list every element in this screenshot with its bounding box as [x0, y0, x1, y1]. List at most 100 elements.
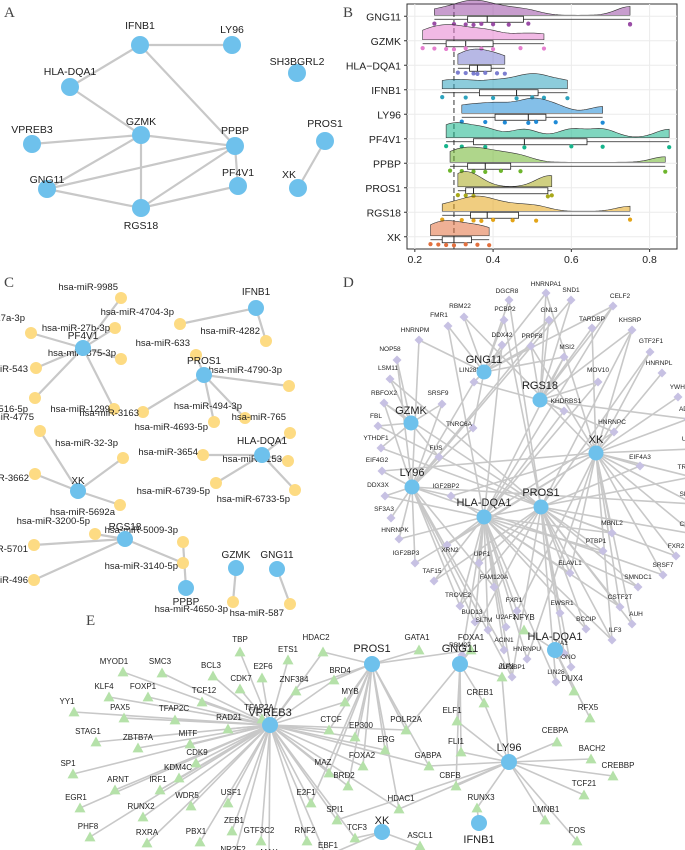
tf-node-hdac2	[317, 646, 329, 657]
rbp-label-mov10: MOV10	[587, 367, 609, 374]
rbp-edge-rgs18-hnrnpa1	[539, 292, 547, 401]
mirna-hub-label-ppbp: PPBP	[173, 597, 200, 608]
tf-label-dux4: DUX4	[561, 674, 583, 683]
point-gzmk-1	[432, 46, 437, 51]
rbp-node-fmr1	[443, 321, 453, 331]
density-ppbp	[449, 146, 666, 163]
rbp-label-trove2: TROVE2	[445, 592, 471, 599]
rbp-edge-xk-adar	[595, 419, 685, 454]
ppi-node-rgs18	[132, 199, 150, 217]
tf-hub-label-pros1: PROS1	[353, 643, 390, 655]
ppi-label-pf4v1: PF4V1	[222, 167, 254, 179]
tf-edge-vpreb3-ets1	[269, 659, 289, 726]
rbp-label-sf3a3: SF3A3	[374, 506, 394, 513]
rbp-node-srsf9	[437, 399, 447, 409]
tf-label-wdr5: WDR5	[175, 791, 199, 800]
rbp-edge-xk-elavl1	[569, 452, 597, 574]
tf-edge-vpreb3-brd4	[269, 679, 335, 726]
tf-label-ebf1: EBF1	[318, 841, 339, 850]
ppi-edge-ifnb1-hla-dqa1	[69, 44, 141, 88]
point-hla-dqa1-1	[463, 70, 468, 76]
rbp-node-rbfox2	[379, 398, 389, 408]
rbp-node-bud13	[470, 617, 480, 627]
category-label-ppbp: PPBP	[373, 158, 401, 170]
tf-node-zbtb7a	[132, 742, 144, 753]
tf-edge-ly96-gabpa	[428, 761, 510, 767]
rbp-node-pcbp2	[499, 315, 509, 325]
tf-node-cbfb	[450, 780, 462, 791]
mirna-label-m3140: hsa-miR-3140-5p	[105, 561, 178, 572]
rbp-label-acin1: ACIN1	[494, 637, 514, 644]
rbp-edge-hla-dqa1-rbm27	[461, 516, 485, 656]
mirna-node-m496	[28, 574, 40, 586]
panel-c-mirna-network: hsa-miR-9985hsa-miR-27b-3phsa-miR-27a-3p…	[0, 282, 301, 619]
density-pf4v1	[445, 122, 670, 139]
mirna-hub-label-rgs18: RGS18	[109, 522, 142, 533]
rbp-edge-xk-cstf2t	[595, 452, 621, 608]
ppi-label-xk: XK	[282, 169, 296, 181]
tf-node-arnt	[109, 784, 121, 795]
rbp-node-ddx42	[497, 340, 507, 350]
rbp-label-fbl: FBL	[370, 413, 382, 420]
ppi-label-ppbp: PPBP	[221, 125, 249, 137]
rbp-edge-ly96-bud13	[411, 486, 476, 623]
rbp-node-rbm22	[459, 312, 469, 322]
category-label-pf4v1: PF4V1	[369, 134, 401, 146]
category-label-ly96: LY96	[377, 109, 401, 121]
ppi-label-ly96: LY96	[220, 24, 244, 36]
tf-label-klf4: KLF4	[94, 682, 114, 691]
rbp-node-gtf2f1	[645, 347, 655, 357]
tf-node-foxa2	[357, 760, 369, 771]
tf-edge-vpreb3-rxra	[146, 724, 271, 844]
tf-node-phf8	[84, 831, 96, 842]
rbp-label-fus: FUS	[430, 445, 444, 452]
point-ly96-2	[502, 120, 507, 125]
tf-label-irf1: IRF1	[149, 775, 167, 784]
rbp-node-ywhag	[673, 392, 683, 402]
rbp-edge-hla-dqa1-trove2	[459, 516, 485, 607]
point-rgs18-5	[510, 218, 515, 223]
rbp-label-ddx3x: DDX3X	[367, 482, 389, 489]
mirna-hub-hla-dqa1	[254, 447, 270, 463]
rbp-label-igf2bp3: IGF2BP3	[393, 550, 420, 557]
tf-label-nr2f2: NR2F2	[220, 845, 246, 850]
tick-label-x-0-6: 0.6	[564, 254, 579, 266]
rbp-node-hnrnpa1	[541, 288, 551, 298]
rbp-label-upf1: UPF1	[474, 551, 491, 558]
rbp-label-adar: ADAR	[679, 406, 685, 413]
mirna-label-m543: hsa-miR-543	[0, 364, 28, 375]
tf-node-gata1	[413, 644, 425, 655]
mirna-hub-ppbp	[178, 580, 194, 596]
tf-label-tcf12: TCF12	[192, 686, 217, 695]
tf-node-erg	[379, 744, 391, 755]
ppi-node-sh3bgrl2	[288, 64, 306, 82]
rbp-label-prpf8: PRPF8	[522, 333, 543, 340]
rbp-hub-pros1	[533, 499, 549, 515]
tf-node-tcf21	[578, 789, 590, 800]
tick-label-x-0-8: 0.8	[642, 254, 657, 266]
mirna-edge-hla-dqa1-m6739	[215, 454, 263, 484]
tf-label-hdac2: HDAC2	[302, 633, 330, 642]
rbp-label-smndc1: SMNDC1	[624, 574, 652, 581]
mirna-node-m1299	[108, 403, 120, 415]
tf-hub-label-vpreb3: VPREB3	[248, 707, 291, 719]
point-ifnb1-6	[565, 96, 570, 101]
tf-hub-label-ifnb1: IFNB1	[463, 834, 494, 846]
tf-edge-hla-dqa1-rfx5	[554, 649, 591, 719]
rbp-hub-ly96	[404, 479, 420, 495]
rbp-node-dgcr8	[504, 295, 514, 305]
tf-node-pbx1	[194, 836, 206, 847]
tf-node-wdr5	[185, 800, 197, 811]
rbp-node-mbnl2	[607, 528, 617, 538]
tf-node-crebbp	[607, 770, 619, 781]
rbp-node-smndc1	[633, 582, 643, 592]
tf-label-usf1: USF1	[221, 788, 242, 797]
panel-label-c: C	[4, 275, 14, 291]
point-gzmk-8	[541, 46, 547, 51]
rbp-edge-hla-dqa1-hnrnpc	[483, 431, 615, 518]
rbp-hub-label-ly96: LY96	[400, 467, 425, 479]
tick-label-x-0-4: 0.4	[486, 254, 501, 266]
tf-label-spi1: SPI1	[326, 805, 344, 814]
density-gzmk	[422, 24, 545, 41]
